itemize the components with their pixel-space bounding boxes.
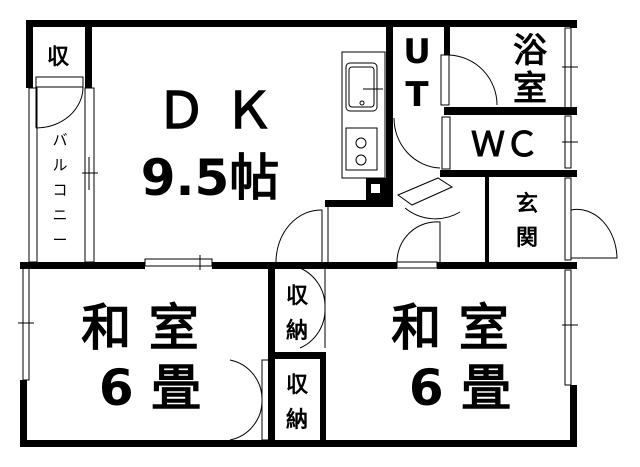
- closet-label: 収: [47, 45, 70, 70]
- bath-label: 浴 室: [513, 31, 548, 109]
- stove-icon: [345, 127, 378, 171]
- dk-label: Ｄ Ｋ: [156, 82, 273, 140]
- bath-window: [564, 27, 572, 109]
- walls: [20, 20, 577, 447]
- wc-label: ＷＣ: [471, 125, 539, 165]
- storage-upper-label: 収 納: [286, 284, 309, 344]
- sink-icon: [345, 62, 378, 112]
- room-left-door[interactable]: [275, 209, 323, 263]
- storage-lower-label: 収 納: [286, 373, 309, 433]
- washitsu-left-size: 6 畳: [99, 359, 201, 417]
- svg-text:T: T: [405, 75, 429, 115]
- wc-door[interactable]: [441, 116, 451, 170]
- svg-text:納: 納: [286, 407, 308, 433]
- svg-text:コ: コ: [52, 181, 67, 199]
- ut-label: U T: [403, 32, 431, 115]
- svg-text:ー: ー: [52, 231, 67, 249]
- svg-text:納: 納: [286, 318, 308, 344]
- svg-text:ニ: ニ: [52, 206, 67, 224]
- left-window: [22, 267, 30, 381]
- washitsu-right-name: 和 室: [391, 299, 508, 357]
- svg-text:玄: 玄: [516, 191, 538, 217]
- balcony-label: バ ル コ ニ ー: [52, 131, 67, 249]
- dk-window: [144, 258, 213, 267]
- svg-text:U: U: [403, 32, 431, 72]
- svg-text:収: 収: [286, 373, 309, 398]
- svg-text:室: 室: [513, 69, 547, 109]
- washitsu-right-size: 6 畳: [409, 359, 511, 417]
- svg-text:ル: ル: [52, 156, 67, 174]
- room-right-door[interactable]: [396, 261, 438, 269]
- dk-size: 9.5帖: [141, 149, 280, 207]
- bath-door[interactable]: [440, 54, 450, 106]
- svg-text:関: 関: [516, 226, 538, 251]
- entrance-door[interactable]: [564, 177, 572, 261]
- svg-text:浴: 浴: [513, 31, 548, 71]
- svg-text:収: 収: [286, 284, 309, 309]
- closet-door: [35, 76, 84, 88]
- right-window: [564, 269, 572, 386]
- kitchen-counter: [341, 51, 386, 179]
- svg-text:バ: バ: [52, 131, 67, 149]
- ut-door[interactable]: [396, 177, 454, 206]
- washitsu-left-name: 和 室: [81, 299, 198, 357]
- entrance-label: 玄 関: [516, 191, 538, 251]
